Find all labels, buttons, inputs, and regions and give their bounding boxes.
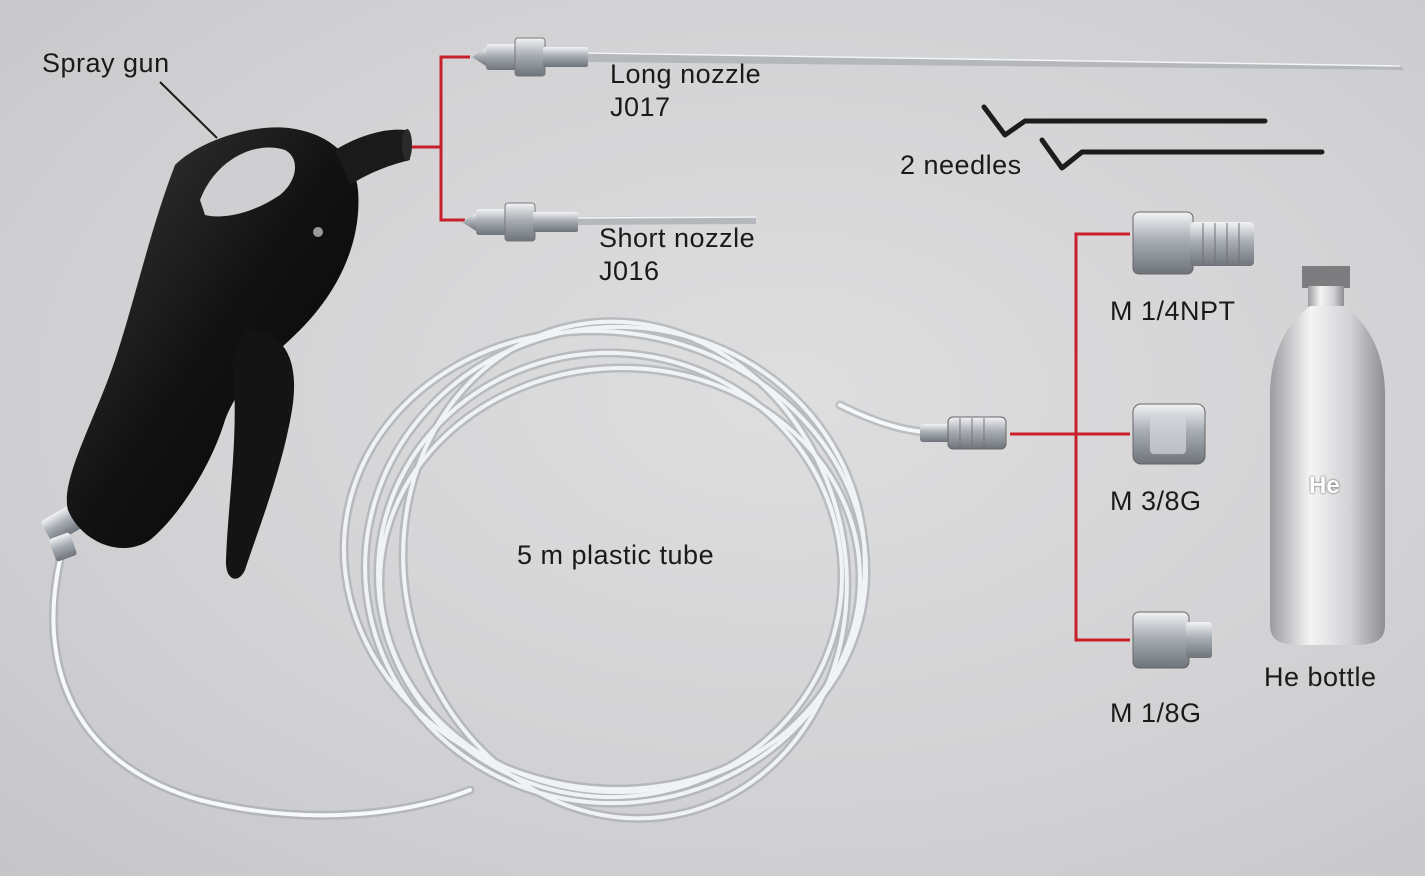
adapter-1-4npt (1132, 211, 1254, 275)
adapter-1-8g (1132, 611, 1212, 669)
spray-gun-label: Spray gun (42, 48, 170, 78)
long-nozzle-name: Long nozzle (610, 59, 762, 89)
he-bottle (1270, 266, 1385, 645)
needles-label: 2 needles (900, 150, 1022, 180)
he-bottle-label: He bottle (1264, 662, 1377, 692)
adapter-1-8g-label: M 1/8G (1110, 698, 1202, 728)
adapter-3-8g (1132, 403, 1206, 465)
adapter-3-8g-label: M 3/8G (1110, 486, 1202, 516)
long-nozzle (472, 37, 1405, 77)
short-nozzle-name: Short nozzle (599, 223, 756, 253)
bottle-mark: He (1309, 472, 1340, 499)
adapter-1-4npt-label: M 1/4NPT (1110, 296, 1236, 326)
short-nozzle-code: J016 (599, 256, 660, 286)
connector-lines (412, 55, 1130, 642)
tube-label: 5 m plastic tube (517, 540, 715, 570)
long-nozzle-code: J017 (610, 92, 671, 122)
plastic-tube (48, 317, 930, 823)
spray-gun-pointer (159, 81, 218, 139)
tube-fitting (920, 416, 1007, 450)
needles (981, 104, 1325, 171)
short-nozzle (462, 202, 757, 242)
spray-gun (41, 127, 412, 579)
short-nozzle-label: Short nozzle J016 (599, 222, 755, 288)
long-nozzle-label: Long nozzle J017 (610, 58, 761, 124)
